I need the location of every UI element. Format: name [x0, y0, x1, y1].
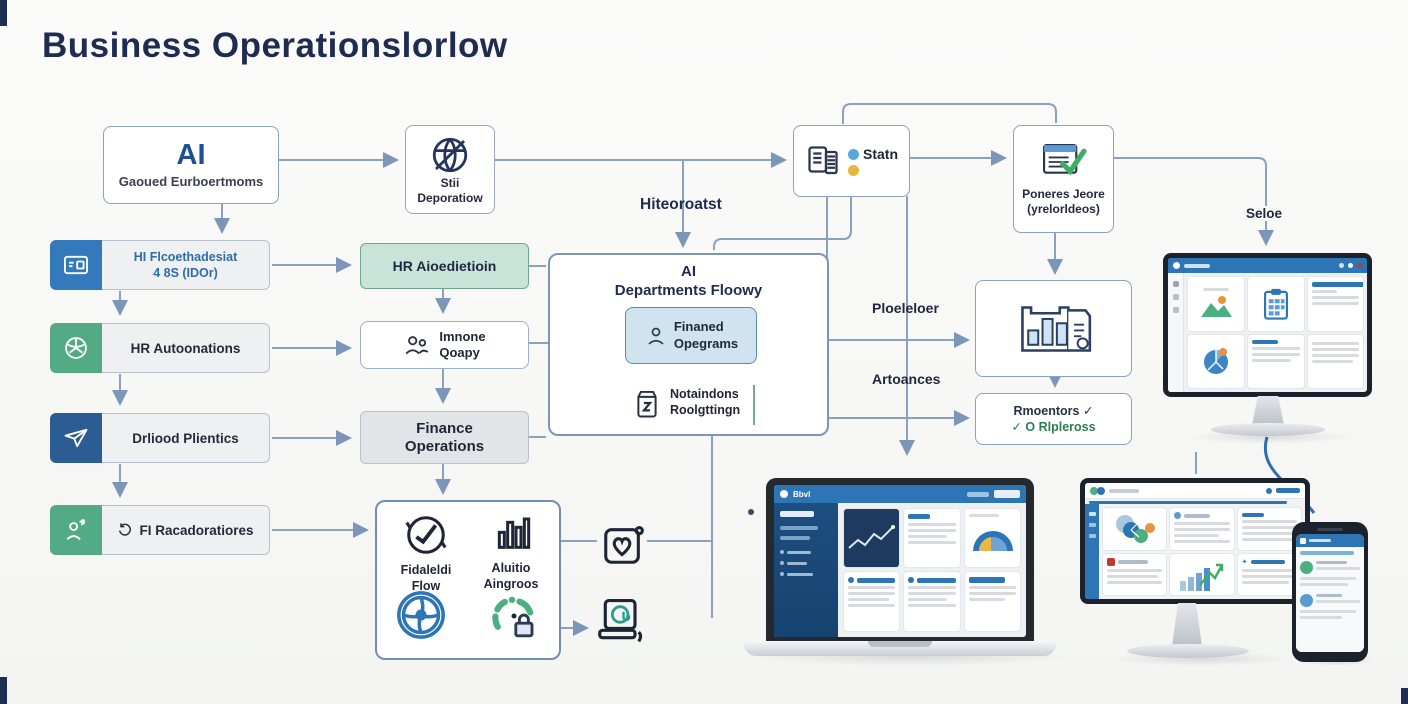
person-antenna-icon	[50, 505, 102, 555]
finance-operations-box: Finance Operations	[360, 411, 529, 464]
left-item-drliood: Drliood Plientics	[50, 413, 270, 463]
gauge-lock-icon	[492, 596, 534, 638]
notaindons-row: Notaindons Roolgttingn	[632, 387, 740, 419]
paper-plane-icon	[50, 413, 102, 463]
hr-aioedietioin-label: HR Aioedietioin	[392, 258, 497, 274]
monitor-bottom-screen: ✦	[1080, 478, 1310, 604]
stii-label-1: Stii	[440, 175, 460, 190]
barchart-doc-icon	[1020, 305, 1091, 352]
rmoentors-box: Rmoentors ✓ ✓ O Rlpleross	[975, 393, 1132, 445]
laptop-dashboard	[838, 503, 1026, 637]
imnone-label-1: Imnone	[439, 328, 486, 344]
imnone-label-2: Qoapy	[439, 345, 480, 360]
spreadsheet-check-icon	[1042, 143, 1087, 175]
finaned-opegrams-box: Finaned Opegrams	[625, 307, 757, 364]
finaned-label-1: Finaned	[673, 319, 724, 335]
monitor-bottom-stand	[1172, 603, 1202, 646]
statn-box: Statn	[793, 125, 910, 197]
poneres-label-2: (yrelorldeos)	[1027, 201, 1100, 216]
monitor-top-base	[1211, 423, 1325, 436]
refresh-icon	[119, 523, 132, 536]
corner-mark	[0, 677, 7, 704]
page-title: Business Operationslorlow	[42, 26, 508, 65]
central-title-1: AI	[681, 263, 696, 280]
left-item-label: HI Flcoethadesiat	[133, 249, 238, 264]
imnone-qoapy-box: Imnone Qoapy	[360, 321, 529, 369]
aluitio-label-2: Aingroos	[483, 576, 539, 591]
globe-strike-icon	[432, 137, 468, 172]
blue-dot-icon	[848, 148, 859, 160]
laptop-logo: Bbvl	[793, 489, 811, 499]
artoances-label: Artoances	[872, 371, 941, 387]
wheel-icon	[397, 591, 445, 639]
notaindons-label-2: Roolgttingn	[670, 403, 741, 417]
finance-label-1: Finance	[416, 419, 473, 437]
yellow-dot-icon	[848, 165, 859, 176]
left-item-label: FI Racadoratiores	[139, 522, 254, 538]
fidaleldi-label-2: Flow	[411, 578, 441, 593]
heart-check-icon	[600, 522, 646, 573]
laptop-at-icon	[594, 595, 650, 652]
finaned-label-2: Opegrams	[673, 335, 739, 351]
aluitio-label-1: Aluitio	[491, 561, 531, 575]
ai-title: AI	[176, 139, 206, 171]
poneres-box: Poneres Jeore (yrelorldeos)	[1013, 125, 1114, 233]
corner-mark	[0, 0, 7, 26]
process-box: Fidaleldi Flow Aluitio Aingroos	[375, 500, 561, 660]
poneres-label-1: Poneres Jeore	[1022, 186, 1105, 201]
left-item-label: Drliood Plientics	[132, 430, 239, 446]
stii-label-2: Deporatiow	[417, 190, 483, 205]
fidaleldi-label-1: Fidaleldi	[400, 563, 452, 577]
central-title-2: Departments Floowy	[614, 281, 763, 299]
statn-label: Statn	[863, 146, 898, 162]
people-icon	[405, 336, 429, 355]
phone	[1292, 522, 1368, 662]
left-item-flcoethadesiat: HI Flcoethadesiat 4 8S (IDOr)	[50, 240, 270, 290]
seloe-label: Seloe	[1243, 206, 1286, 221]
hr-aioedietioin-box: HR Aioedietioin	[360, 243, 529, 289]
rmoentors-label-2: ✓ O Rlpleross	[1011, 420, 1096, 434]
laptop-screen: Bbvl	[766, 478, 1034, 642]
left-item-label: HR Autoonations	[130, 340, 241, 356]
stii-box: Stii Deporatiow	[405, 125, 495, 214]
monitor-top-dashboard	[1184, 273, 1367, 392]
left-item-racadoratiores: FI Racadoratiores	[50, 505, 270, 555]
rmoentors-label-1: Rmoentors ✓	[1013, 403, 1094, 418]
ai-departments-box: AI Departments Floowy Finaned Opegrams N…	[548, 253, 829, 436]
green-divider	[753, 385, 755, 425]
monitor-top-screen	[1163, 253, 1372, 397]
monitor-bottom-base	[1127, 644, 1249, 658]
left-item-hr-autoonations: HR Autoonations	[50, 323, 270, 373]
monitor-bottom-dashboard: ✦	[1099, 504, 1305, 599]
ai-subtitle: Gaoued Eurboertmoms	[118, 174, 264, 189]
corner-mark	[1401, 688, 1408, 704]
laptop-sidebar	[774, 503, 838, 637]
globe-icon	[50, 323, 102, 373]
laptop-base	[744, 641, 1056, 656]
bag-z-icon	[637, 390, 657, 418]
left-item-label2: 4 8S (IDOr)	[153, 266, 218, 280]
id-card-icon	[50, 240, 102, 290]
check-cycle-icon	[405, 516, 447, 554]
monitor-top-stand	[1252, 396, 1284, 425]
chart-report-box	[975, 280, 1132, 377]
person-icon	[648, 327, 664, 345]
barchart-icon	[497, 517, 531, 549]
ploeleloer-label: Ploeleloer	[872, 300, 939, 316]
notaindons-label-1: Notaindons	[670, 387, 739, 402]
ai-source-box: AI Gaoued Eurboertmoms	[103, 126, 279, 204]
hiteoroatst-label: Hiteoroatst	[640, 196, 722, 213]
documents-icon	[808, 146, 838, 175]
finance-label-2: Operations	[404, 437, 485, 455]
